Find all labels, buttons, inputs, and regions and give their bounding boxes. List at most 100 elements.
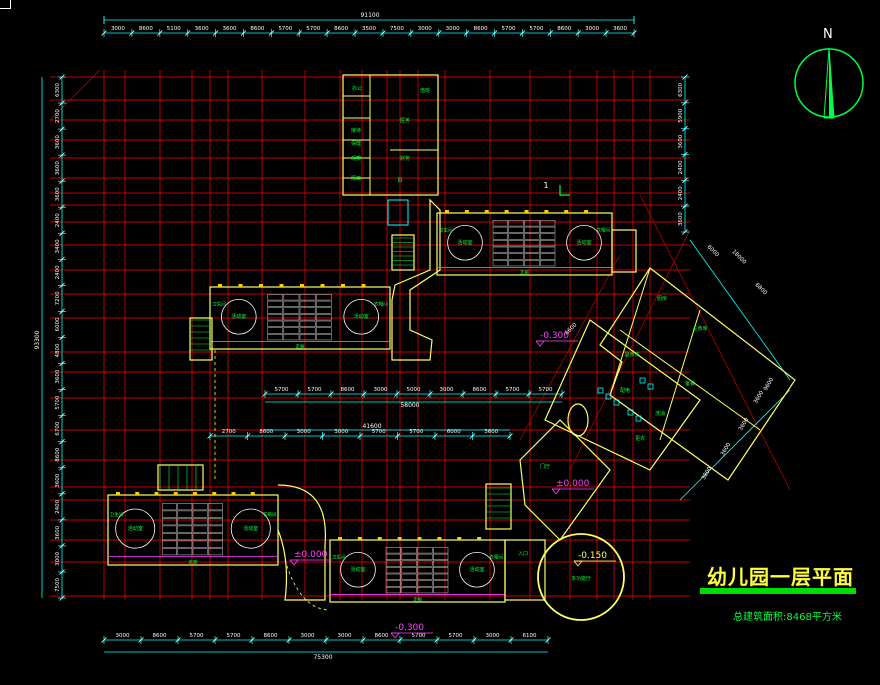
wing-middle-left-seat (299, 327, 316, 334)
mid2-dim-label: 3000 (297, 429, 311, 435)
room-label-wing-ml: 走廊 (296, 343, 305, 350)
left-dim-slash (59, 438, 65, 445)
room-label-wing-lm: 活动室 (469, 566, 484, 573)
corner-mark (0, 0, 11, 9)
wing-lower-left-window (193, 492, 197, 495)
wing-middle-left-seat (267, 314, 284, 321)
wing-lower-middle-window (338, 537, 342, 540)
wing-upper-right-window (564, 210, 569, 213)
diag-dim-a (689, 239, 791, 381)
top-dim-slash (435, 30, 442, 36)
wing-upper-right-window (464, 210, 469, 213)
left-dim-slash (59, 386, 65, 393)
left-dim-label: 5700 (55, 395, 61, 409)
wing-middle-left-seat (299, 300, 316, 307)
wing-lower-middle-seat (433, 547, 449, 554)
wing-upper-right-seat (508, 260, 524, 267)
bottom-dim-slash (545, 637, 551, 643)
top-dim-slash (463, 30, 470, 36)
wing-upper-right-seat (540, 226, 556, 233)
mid2-total-label: 41600 (362, 423, 381, 430)
wing-lower-left-seat (177, 533, 193, 541)
wing-lower-left-seat (192, 548, 208, 556)
left-dim-label: 2400 (55, 499, 61, 513)
room-label-wing-ur: 走廊 (520, 269, 529, 276)
wing-lower-middle-seat (401, 580, 417, 587)
room-label-wing-ur: 活动室 (457, 239, 472, 246)
top-dim-label: 3000 (111, 26, 125, 32)
wing-lower-left-seat (177, 510, 193, 518)
wing-middle-left-seat (267, 307, 284, 314)
wing-middle-left-window (320, 284, 325, 287)
wing-lower-middle-seat (417, 580, 433, 587)
room-label-kitchen: 副食库 (624, 351, 639, 358)
top-dim-slash (491, 30, 498, 36)
left-dim-slash (59, 256, 65, 263)
wing-lower-left-seat (177, 540, 193, 548)
wing-upper-right-seat (540, 246, 556, 253)
wing-upper-right-seat (540, 233, 556, 240)
compass-needle-fill (829, 48, 834, 118)
wing-lower-middle-seat (401, 587, 417, 594)
right-dim-label: 3600 (678, 212, 684, 226)
wing-lower-left-seat (192, 525, 208, 533)
wing-middle-left-seat (267, 320, 284, 327)
wing-lower-middle-seat (417, 573, 433, 580)
wing-upper-right-window (544, 210, 549, 213)
diag-label: 3600 (753, 390, 765, 406)
section-bracket (559, 185, 570, 196)
wing-lower-left-round-room (230, 508, 271, 549)
mid2-dim-slash (244, 433, 251, 439)
top-dim-slash (129, 30, 135, 36)
mid-dim-label: 8600 (473, 387, 487, 393)
top-dim-label: 8600 (334, 26, 348, 32)
entry-drum (567, 403, 589, 437)
wing-middle-left-seat (283, 320, 300, 327)
wing-lower-left-seat (208, 510, 223, 518)
wing-lower-middle-seat (385, 573, 401, 580)
wing-middle-left-seat (283, 327, 300, 334)
top-dim-slash (212, 30, 219, 36)
top-dim-label: 8600 (474, 26, 488, 32)
wing-upper-right-seat (492, 220, 508, 227)
round-hall (537, 533, 625, 621)
right-dim-label: 6300 (678, 82, 684, 96)
bottom-dim-slash (397, 637, 403, 643)
wing-middle-left-window (218, 284, 222, 287)
top-dim-label: 3600 (613, 26, 627, 32)
wing-lower-left-window (231, 492, 236, 495)
wing-middle-left-seat (315, 320, 332, 327)
bottom-dim-slash (471, 637, 477, 643)
level-text: -0.150 (578, 551, 607, 561)
mid-dim-label: 5700 (308, 387, 322, 393)
wing-lower-middle-seat (401, 573, 417, 580)
wing-middle-left-seat (267, 327, 284, 334)
mid2-dim-slash (394, 433, 401, 439)
left-dim-label: 4800 (55, 343, 61, 357)
wing-middle-left-seat (315, 327, 332, 334)
mid-dim-slash (262, 391, 268, 397)
left-dim-label: 3600 (55, 473, 61, 487)
left-dim-label: 3600 (55, 161, 61, 175)
left-dim-label: 8600 (55, 447, 61, 461)
room-label-wing-ll: 走廊 (189, 559, 198, 566)
top-dim-slash (268, 30, 275, 36)
left-dim-label: 3600 (55, 525, 61, 539)
wing-middle-left-seat (283, 314, 300, 321)
mid-dim-label: 8600 (341, 387, 355, 393)
wing-middle-left-seat (315, 314, 332, 321)
lower-stair-b (485, 483, 512, 530)
wing-upper-right-window (584, 210, 589, 213)
mid2-dim-slash (357, 433, 363, 439)
top-dim-slash (547, 30, 554, 36)
wing-upper-right-seat (508, 240, 524, 247)
room-label-admin: 厕 (397, 178, 402, 184)
sanitary-fixture (613, 399, 620, 406)
top-dim-label: 8600 (139, 26, 153, 32)
wing-middle-left-seat (315, 307, 332, 314)
stair-core (387, 199, 409, 226)
bottom-dim-slash (434, 637, 440, 643)
wing-lower-middle-seat (433, 587, 449, 594)
mid-dim-slash (493, 391, 499, 397)
